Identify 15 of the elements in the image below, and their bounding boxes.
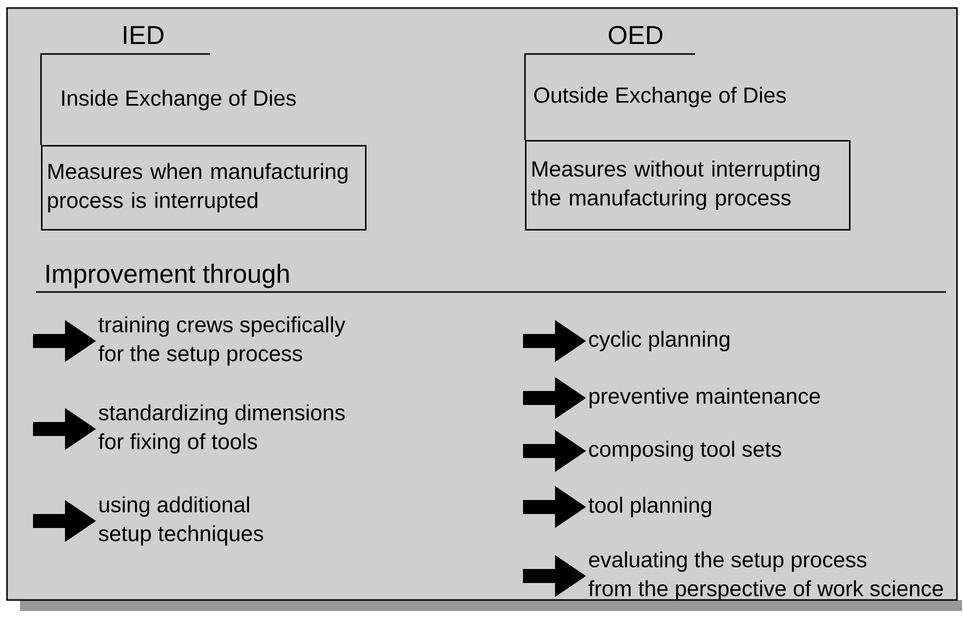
list-item: tool planning <box>588 496 712 518</box>
list-item: cyclic planning <box>589 330 730 352</box>
list-item: using additional setup techniques <box>98 496 264 546</box>
text-box: Measures when manufacturing process is interrupted <box>41 145 366 230</box>
text-box: Measures without interrupting the manufacturing process <box>525 140 850 230</box>
description: Inside Exchange of Dies <box>62 90 296 110</box>
list-item: training crews specifically for the setup process <box>98 316 346 366</box>
list-item: preventive maintenance <box>590 388 820 408</box>
heading: IED <box>124 26 164 44</box>
list-item: standardizing dimensions for fixing of tools <box>98 404 345 454</box>
section-heading: Improvement through <box>46 264 289 288</box>
heading: OED <box>608 26 662 44</box>
description: Outside Exchange of Dies <box>534 86 786 108</box>
list-item: composing tool sets <box>589 440 782 462</box>
list-item: evaluating the setup process from the perspective of work science <box>588 551 943 601</box>
